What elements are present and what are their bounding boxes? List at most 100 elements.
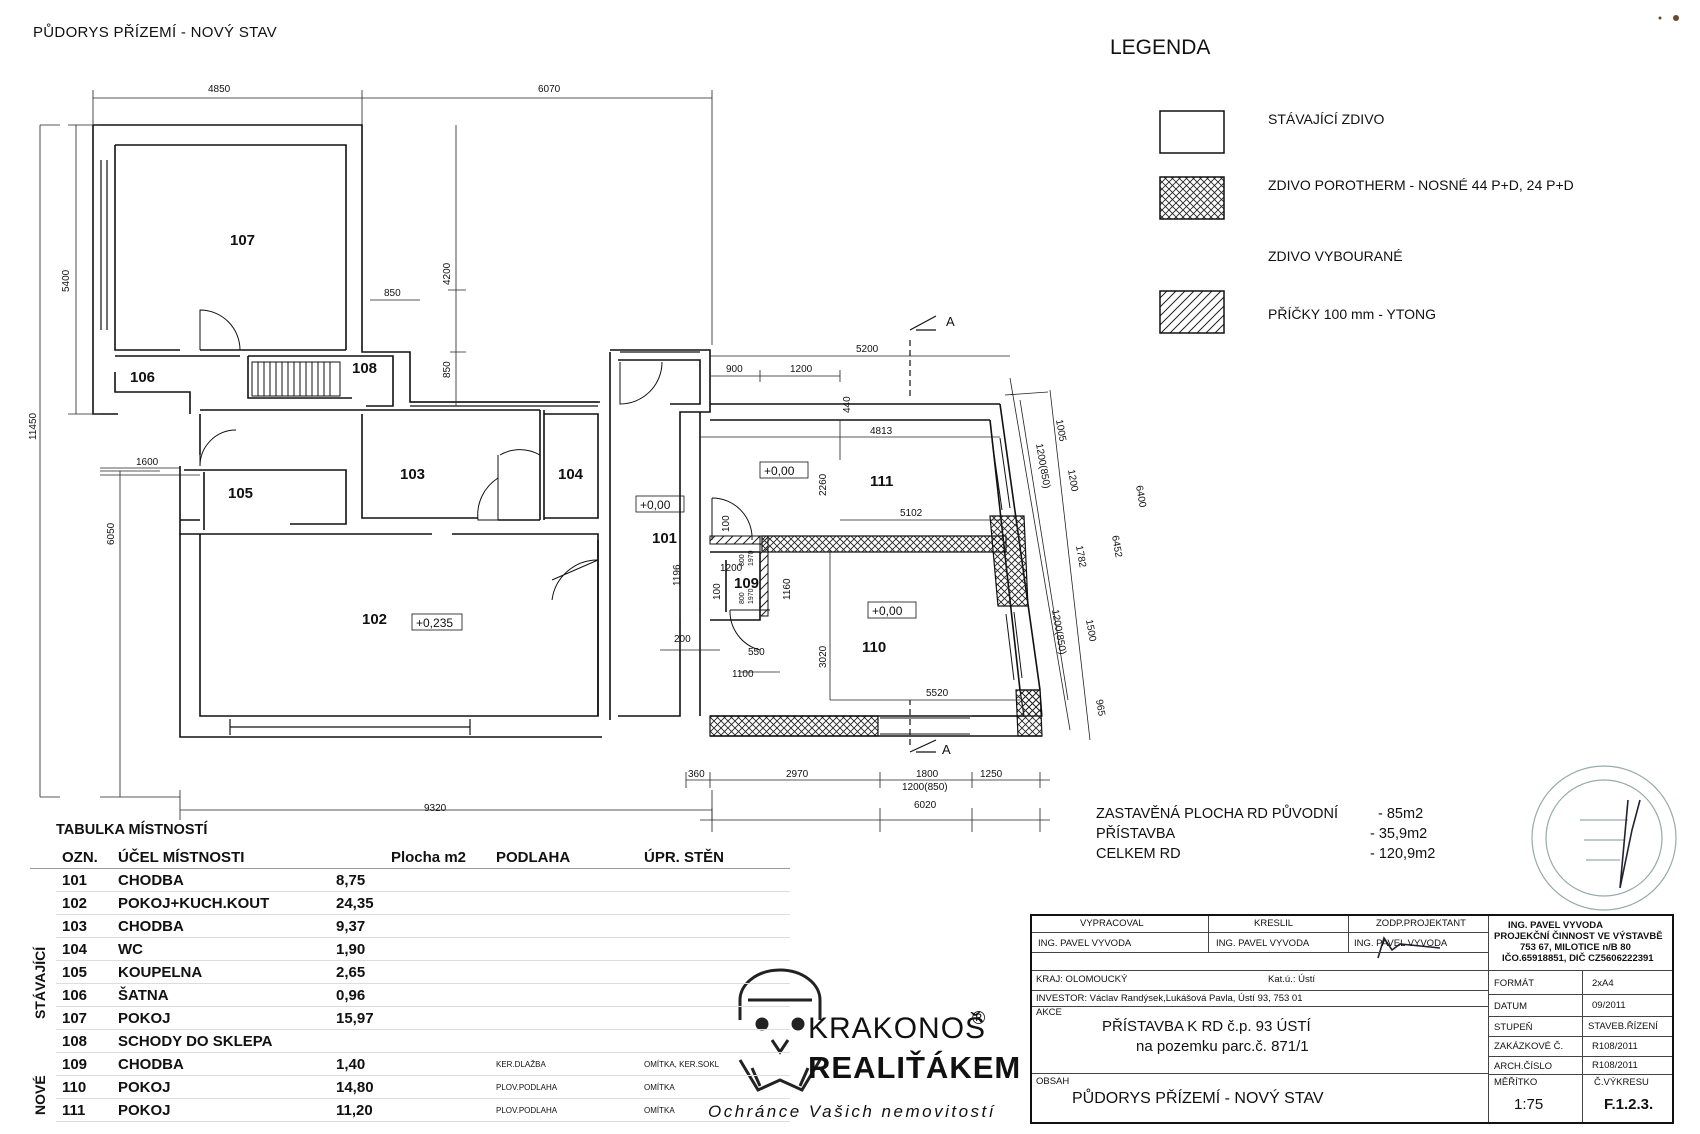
tb-meritko-value: 1:75 bbox=[1514, 1096, 1544, 1113]
group-cell bbox=[30, 1030, 56, 1053]
room-walls-cell bbox=[638, 960, 790, 984]
room-area-cell: 11,20 bbox=[330, 1098, 490, 1122]
tb-obsah: PŮDORYS PŘÍZEMÍ - NOVÝ STAV bbox=[1072, 1090, 1324, 1107]
room-walls-cell bbox=[638, 868, 790, 892]
dim-text: 5520 bbox=[926, 688, 949, 699]
section-letter: A bbox=[946, 314, 955, 329]
tb-investor: INVESTOR: Václav Randýsek,Lukášová Pavla… bbox=[1036, 993, 1303, 1004]
tb-value-kreslil: ING. PAVEL VYVODA bbox=[1216, 938, 1310, 949]
existing-walls bbox=[92, 124, 711, 738]
room-area-cell: 8,75 bbox=[330, 868, 490, 892]
level-mark: +0,00 bbox=[872, 604, 903, 618]
group-cell bbox=[30, 961, 56, 984]
area-total-value: - 120,9m2 bbox=[1370, 846, 1436, 862]
tb-katastr: Kat.ú.: Ústí bbox=[1268, 974, 1315, 985]
tb-header-zodp: ZODP.PROJEKTANT bbox=[1376, 918, 1466, 929]
extension-windows bbox=[880, 437, 1023, 735]
dim-text: 850 bbox=[442, 361, 453, 378]
room-id-cell: 102 bbox=[56, 891, 112, 915]
level-mark: +0,235 bbox=[416, 616, 453, 630]
room-walls-cell bbox=[638, 937, 790, 961]
tb-datum-label: DATUM bbox=[1494, 1001, 1528, 1012]
room-area-cell: 14,80 bbox=[330, 1075, 490, 1099]
room-walls-cell: OMÍTKA, KER.SOKL bbox=[638, 1052, 790, 1076]
column-header: PODLAHA bbox=[490, 846, 638, 869]
group-cell bbox=[30, 1076, 56, 1099]
room-name-cell: KOUPELNA bbox=[112, 960, 330, 984]
dim-text: 2970 bbox=[786, 769, 809, 780]
room-floor-cell bbox=[490, 891, 638, 915]
room-area-cell: 2,65 bbox=[330, 960, 490, 984]
dim-text: 2260 bbox=[818, 473, 829, 496]
porotherm-walls bbox=[709, 515, 1043, 737]
room-floor-cell bbox=[490, 960, 638, 984]
dim-text: 5102 bbox=[900, 508, 923, 519]
area-original-value: - 85m2 bbox=[1378, 806, 1424, 822]
windows bbox=[100, 160, 700, 735]
room-id-cell: 104 bbox=[56, 937, 112, 961]
room-floor-cell bbox=[490, 937, 638, 961]
signature-icon bbox=[1377, 799, 1641, 959]
legend-heading: LEGENDA bbox=[1110, 36, 1211, 59]
group-cell bbox=[30, 984, 56, 1007]
ytong-partitions bbox=[709, 535, 769, 617]
dim-text: 965 bbox=[1093, 699, 1107, 718]
dim-text: 6400 bbox=[1133, 485, 1148, 509]
room-label: 108 bbox=[352, 360, 377, 377]
section-letter: A bbox=[942, 742, 951, 757]
room-label: 110 bbox=[862, 639, 886, 656]
dim-text: 6020 bbox=[914, 800, 937, 811]
room-area-cell: 1,40 bbox=[330, 1052, 490, 1076]
group-cell: NOVÉ bbox=[30, 1053, 56, 1115]
dim-text: 3020 bbox=[818, 645, 829, 668]
column-header: ÚČEL MÍSTNOSTI bbox=[112, 846, 330, 869]
dim-text: 1200(850) bbox=[1049, 609, 1068, 656]
tb-meritko-label: MĚŘÍTKO bbox=[1494, 1077, 1538, 1088]
room-label: 101 bbox=[652, 530, 677, 547]
wall-103-inner bbox=[361, 414, 478, 519]
area-extension-label: PŘÍSTAVBA bbox=[1096, 826, 1176, 842]
tb-value-zodp: ING. PAVEL VYVODA bbox=[1354, 938, 1448, 949]
area-total-label: CELKEM RD bbox=[1096, 846, 1181, 862]
dim-text: 5400 bbox=[61, 269, 72, 292]
group-cell: STÁVAJÍCÍ bbox=[30, 869, 56, 1019]
group-col-header bbox=[30, 846, 56, 869]
room-area-cell: 15,97 bbox=[330, 1006, 490, 1030]
room-label: 102 bbox=[362, 611, 387, 628]
dimension-lines bbox=[39, 90, 1091, 832]
dim-text: 11450 bbox=[28, 412, 39, 440]
dim-text: 1005 bbox=[1053, 419, 1068, 443]
dim-text: 100 bbox=[712, 583, 723, 600]
room-name-cell: CHODBA bbox=[112, 868, 330, 892]
tb-value-vypracoval: ING. PAVEL VYVODA bbox=[1038, 938, 1132, 949]
room-name-cell: WC bbox=[112, 937, 330, 961]
tb-obsah-label: OBSAH bbox=[1036, 1076, 1070, 1087]
tb-vykres-value: F.1.2.3. bbox=[1604, 1096, 1654, 1113]
column-header: OZN. bbox=[56, 846, 112, 869]
tb-company: ING. PAVEL VYVODA bbox=[1508, 920, 1604, 931]
room-id-cell: 111 bbox=[56, 1098, 112, 1122]
room-id-cell: 110 bbox=[56, 1075, 112, 1099]
section-line bbox=[909, 315, 937, 753]
room-floor-cell: PLOV.PODLAHA bbox=[490, 1098, 638, 1122]
dim-text: 6452 bbox=[1109, 535, 1124, 559]
room-label: 103 bbox=[400, 466, 425, 483]
room-name-cell: CHODBA bbox=[112, 1052, 330, 1076]
wall-101-outer bbox=[609, 349, 711, 720]
dim-text: 4200 bbox=[442, 262, 453, 285]
dim-text: 4813 bbox=[870, 426, 893, 437]
room-table-heading: TABULKA MÍSTNOSTÍ bbox=[56, 822, 208, 838]
area-original-label: ZASTAVĚNÁ PLOCHA RD PŮVODNÍ bbox=[1096, 806, 1338, 822]
room-floor-cell: PLOV.PODLAHA bbox=[490, 1075, 638, 1099]
dim-text: 1200(850) bbox=[1033, 443, 1052, 490]
tb-company: PROJEKČNÍ ČINNOST VE VÝSTAVBĚ bbox=[1494, 931, 1663, 942]
room-floor-cell bbox=[490, 1029, 638, 1053]
room-id-cell: 105 bbox=[56, 960, 112, 984]
